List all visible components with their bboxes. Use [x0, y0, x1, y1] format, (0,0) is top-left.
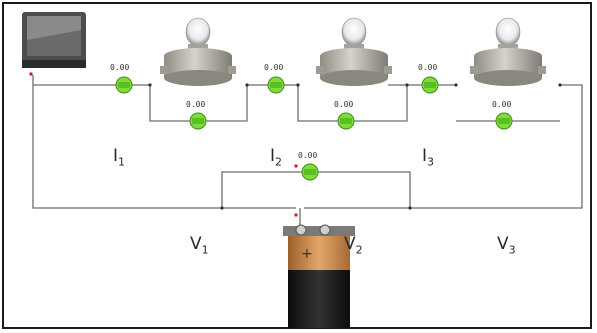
label-v3: V3 — [497, 234, 516, 257]
switch[interactable] — [22, 12, 86, 68]
label-v1: V1 — [190, 234, 209, 257]
wire-v1-loop — [149, 85, 190, 122]
voltmeter-2-readout: 0.00 — [334, 100, 354, 109]
ammeter-1 — [115, 76, 133, 94]
label-v2: V2 — [344, 234, 363, 257]
wire-v2-loop — [297, 85, 338, 122]
ammeter-2 — [267, 76, 285, 94]
bulb-2 — [316, 17, 392, 86]
ammeter-1-readout: 0.00 — [110, 63, 130, 72]
wire-left-vertical — [32, 75, 296, 209]
svg-text:+: + — [301, 246, 313, 262]
junction-dots — [29, 72, 562, 217]
bulb-1 — [160, 17, 236, 86]
ammeter-3 — [421, 76, 439, 94]
wires — [32, 75, 583, 225]
ammeter-2-readout: 0.00 — [264, 63, 284, 72]
wire-seg-6 — [304, 84, 583, 209]
voltmeter-1 — [189, 112, 207, 130]
voltmeter-3 — [495, 112, 513, 130]
voltmeter-2 — [337, 112, 355, 130]
ammeter-3-readout: 0.00 — [418, 63, 438, 72]
label-i3: I3 — [422, 146, 435, 169]
wire-vtotal — [221, 171, 302, 208]
label-i2: I2 — [270, 146, 283, 169]
wire-v2-loop-r — [354, 85, 408, 122]
wire-v1-loop-r — [206, 85, 248, 122]
voltmeter-1-readout: 0.00 — [186, 100, 206, 109]
battery: + — [283, 224, 355, 328]
voltmeter-total-readout: 0.00 — [298, 151, 318, 160]
bulb-3 — [470, 17, 546, 86]
voltmeter-3-readout: 0.00 — [492, 100, 512, 109]
label-i1: I1 — [113, 146, 126, 169]
voltmeter-total — [301, 163, 319, 181]
wire-vtotal-r — [318, 171, 411, 208]
